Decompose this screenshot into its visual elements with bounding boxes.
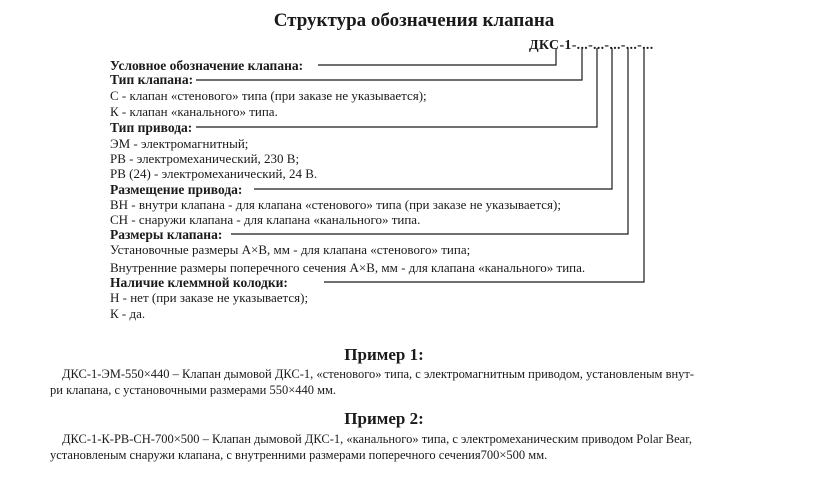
example-1-text-line: ДКС-1-ЭМ-550×440 – Клапан дымовой ДКС-1,… [62, 367, 695, 381]
valve-type-option: К - клапан «канального» типа. [110, 104, 278, 119]
example-1-text-line: ри клапана, с установочными размерами 55… [50, 383, 337, 397]
drive-placement-option: СН - снаружи клапана - для клапана «кана… [110, 212, 421, 227]
example-2-text-line: установленым снаружи клапана, с внутренн… [50, 448, 548, 462]
valve-type-option: С - клапан «стенового» типа (при заказе … [110, 88, 427, 103]
valve-size-option: Внутренние размеры поперечного сечения А… [110, 260, 586, 275]
drive-placement-option: ВН - внутри клапана - для клапана «стено… [110, 197, 561, 212]
example-2-text-line: ДКС-1-К-РВ-СН-700×500 – Клапан дымовой Д… [62, 432, 692, 446]
heading-designation: Условное обозначение клапана: [110, 58, 304, 73]
connector-line [318, 48, 557, 66]
terminal-block-option: К - да. [110, 306, 146, 321]
heading-drive-type: Тип привода: [110, 120, 193, 135]
connector-line [254, 48, 613, 190]
heading-drive-placement: Размещение привода: [110, 182, 243, 197]
designation-code: ДКС-1-...-...-...-...-... [529, 38, 654, 53]
example-1-title: Пример 1: [344, 345, 424, 364]
connector-line [196, 48, 583, 81]
drive-type-option: ЭМ - электромагнитный; [110, 136, 249, 151]
terminal-block-option: Н - нет (при заказе не указывается); [110, 290, 309, 305]
page-title: Структура обозначения клапана [273, 10, 555, 31]
heading-terminal-block: Наличие клеммной колодки: [110, 275, 288, 290]
drive-type-option: РВ - электромеханический, 230 В; [110, 151, 300, 166]
connector-line [196, 48, 598, 128]
connector-line [324, 48, 645, 283]
drive-type-option: РВ (24) - электромеханический, 24 В. [110, 166, 318, 181]
example-2-title: Пример 2: [344, 409, 424, 428]
valve-size-option: Установочные размеры А×В, мм - для клапа… [110, 242, 471, 257]
connector-line [231, 48, 629, 235]
heading-valve-type: Тип клапана: [110, 72, 194, 87]
heading-valve-size: Размеры клапана: [110, 227, 223, 242]
